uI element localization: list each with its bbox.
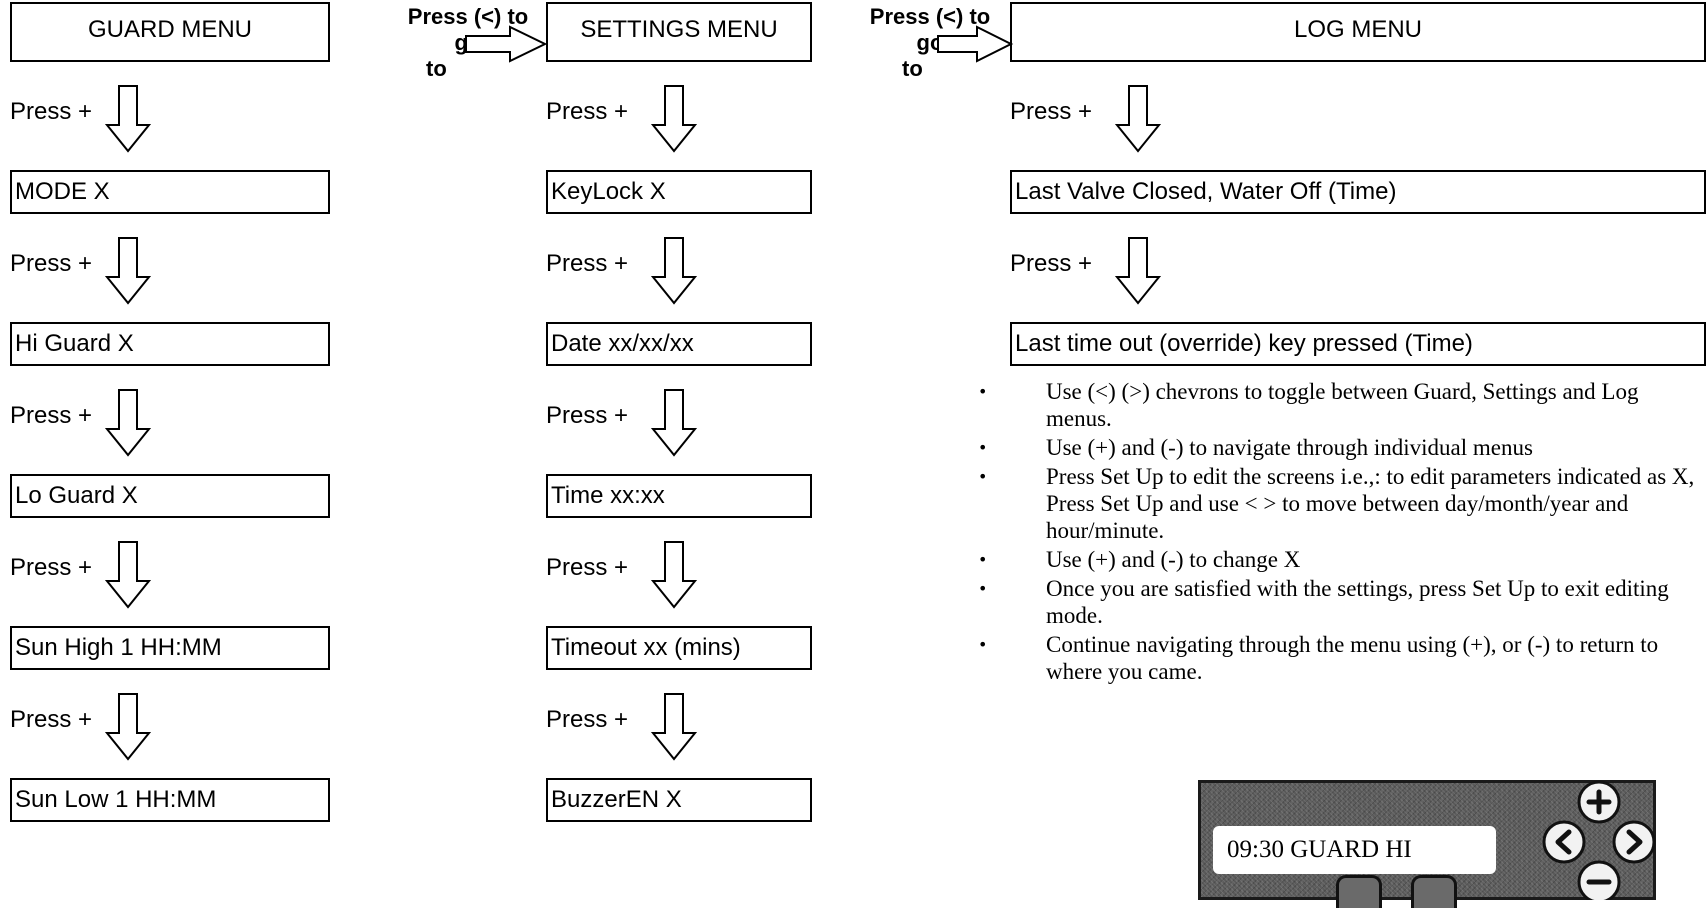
log-item-last-timeout-key: Last time out (override) key pressed (Ti… bbox=[1010, 322, 1706, 366]
goto-log-arrow-icon bbox=[937, 25, 1014, 63]
plus-chevron-icon bbox=[1577, 780, 1621, 824]
log-press-plus-1: Press + bbox=[1010, 98, 1093, 125]
guard-down-arrow-icon-3 bbox=[104, 389, 152, 457]
instruction-item: Use (<) (>) chevrons to toggle between G… bbox=[930, 378, 1700, 432]
guard-item-sun-low: Sun Low 1 HH:MM bbox=[10, 778, 330, 822]
settings-item-timeout: Timeout xx (mins) bbox=[546, 626, 812, 670]
instruction-item: Use (+) and (-) to navigate through indi… bbox=[930, 434, 1700, 461]
guard-press-plus-3: Press + bbox=[10, 402, 93, 429]
goto-log-to: to bbox=[902, 56, 923, 81]
settings-down-arrow-icon-5 bbox=[650, 693, 698, 761]
settings-down-arrow-icon-3 bbox=[650, 389, 698, 457]
log-menu-header: LOG MENU bbox=[1010, 2, 1706, 62]
settings-item-buzzeren: BuzzerEN X bbox=[546, 778, 812, 822]
left-chevron-icon bbox=[1542, 820, 1586, 864]
guard-press-plus-5: Press + bbox=[10, 706, 93, 733]
guard-press-plus-2: Press + bbox=[10, 250, 93, 277]
instruction-item: Use (+) and (-) to change X bbox=[930, 546, 1700, 573]
guard-down-arrow-icon-4 bbox=[104, 541, 152, 609]
guard-down-arrow-icon-5 bbox=[104, 693, 152, 761]
guard-down-arrow-icon-1 bbox=[104, 85, 152, 153]
right-chevron-icon bbox=[1612, 820, 1656, 864]
guard-item-mode: MODE X bbox=[10, 170, 330, 214]
settings-menu-header: SETTINGS MENU bbox=[546, 2, 812, 62]
log-down-arrow-icon-1 bbox=[1114, 85, 1162, 153]
settings-press-plus-1: Press + bbox=[546, 98, 629, 125]
instruction-item: Once you are satisfied with the settings… bbox=[930, 575, 1700, 629]
instructions-list: Use (<) (>) chevrons to toggle between G… bbox=[930, 378, 1700, 687]
goto-settings-to: to bbox=[426, 56, 447, 81]
guard-press-plus-4: Press + bbox=[10, 554, 93, 581]
settings-press-plus-4: Press + bbox=[546, 554, 629, 581]
guard-item-hi-guard: Hi Guard X bbox=[10, 322, 330, 366]
settings-down-arrow-icon-2 bbox=[650, 237, 698, 305]
device-panel-image: 09:30 GUARD HI bbox=[1198, 780, 1656, 908]
log-item-last-valve-closed: Last Valve Closed, Water Off (Time) bbox=[1010, 170, 1706, 214]
device-dpad bbox=[1542, 780, 1656, 900]
settings-press-plus-2: Press + bbox=[546, 250, 629, 277]
goto-settings-arrow-icon bbox=[465, 25, 548, 63]
log-down-arrow-icon-2 bbox=[1114, 237, 1162, 305]
guard-menu-header: GUARD MENU bbox=[10, 2, 330, 62]
minus-chevron-icon bbox=[1577, 860, 1621, 900]
instruction-item: Continue navigating through the menu usi… bbox=[930, 631, 1700, 685]
instruction-item: Press Set Up to edit the screens i.e.,: … bbox=[930, 463, 1700, 544]
settings-item-keylock: KeyLock X bbox=[546, 170, 812, 214]
guard-press-plus-1: Press + bbox=[10, 98, 93, 125]
settings-press-plus-5: Press + bbox=[546, 706, 629, 733]
log-press-plus-2: Press + bbox=[1010, 250, 1093, 277]
guard-item-sun-high: Sun High 1 HH:MM bbox=[10, 626, 330, 670]
settings-down-arrow-icon-4 bbox=[650, 541, 698, 609]
settings-item-date: Date xx/xx/xx bbox=[546, 322, 812, 366]
device-lcd-display: 09:30 GUARD HI bbox=[1213, 826, 1496, 874]
guard-down-arrow-icon-2 bbox=[104, 237, 152, 305]
settings-item-time: Time xx:xx bbox=[546, 474, 812, 518]
guard-item-lo-guard: Lo Guard X bbox=[10, 474, 330, 518]
settings-down-arrow-icon-1 bbox=[650, 85, 698, 153]
settings-press-plus-3: Press + bbox=[546, 402, 629, 429]
